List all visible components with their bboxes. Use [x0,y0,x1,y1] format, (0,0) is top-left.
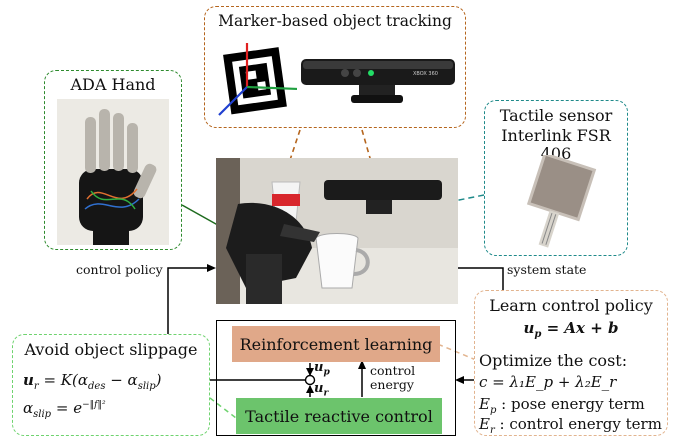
u-p-label: up [314,360,330,378]
learn-eq: up = Ax + b [523,319,619,340]
control-energy-label: control energy [370,363,416,392]
experiment-photo [216,158,458,304]
control-policy-arrowhead [207,264,216,272]
control-policy-line [167,267,210,335]
ar-marker-image [218,43,297,116]
trc-label: Tactile reactive control [245,406,433,426]
avoid-eq2: αslip = e−‖f‖² [23,399,106,420]
tracking-title: Marker-based object tracking [218,12,452,30]
learn-ep: Ep : pose energy term [479,395,645,416]
learn-link [439,344,477,361]
tactile-title-line1: Tactile sensor [499,106,613,125]
fsr-sensor-image [526,155,597,248]
kinect-brand: XBOX 360 [413,71,438,77]
reinforcement-learning-box: Reinforcement learning [232,326,440,362]
learn-optimize: Optimize the cost: [479,351,628,370]
avoid-eq1: ur = K(αdes − αslip) [23,371,162,392]
tactile-reactive-control-box: Tactile reactive control [236,398,442,434]
learn-policy-panel: Learn control policy up = Ax + b Optimiz… [474,290,668,436]
system-state-label: system state [507,262,587,277]
ada-hand-image [57,99,169,245]
avoid-link [209,397,237,419]
u-r-label: ur [314,381,329,399]
system-state-line [457,267,504,290]
kinect-sensor-image [301,59,455,103]
learn-cost: c = λ₁E_p + λ₂E_r [479,373,617,391]
tracking-panel: Marker-based object tracking XBOX 360 [204,6,466,128]
tactile-sensor-panel: Tactile sensor Interlink FSR 406 [484,100,628,256]
summing-junction [304,374,316,386]
ada-hand-title: ADA Hand [70,75,156,94]
controller-box [216,320,456,436]
control-policy-label: control policy [76,262,163,277]
rl-label: Reinforcement learning [239,334,433,354]
system-state-arrowhead [455,376,464,384]
learn-title: Learn control policy [489,296,653,315]
ada-hand-panel: ADA Hand [44,70,182,250]
avoid-title: Avoid object slippage [24,340,198,359]
learn-er: Er : control energy term [479,415,662,436]
avoid-slippage-panel: Avoid object slippage ur = K(αdes − αsli… [12,334,210,436]
